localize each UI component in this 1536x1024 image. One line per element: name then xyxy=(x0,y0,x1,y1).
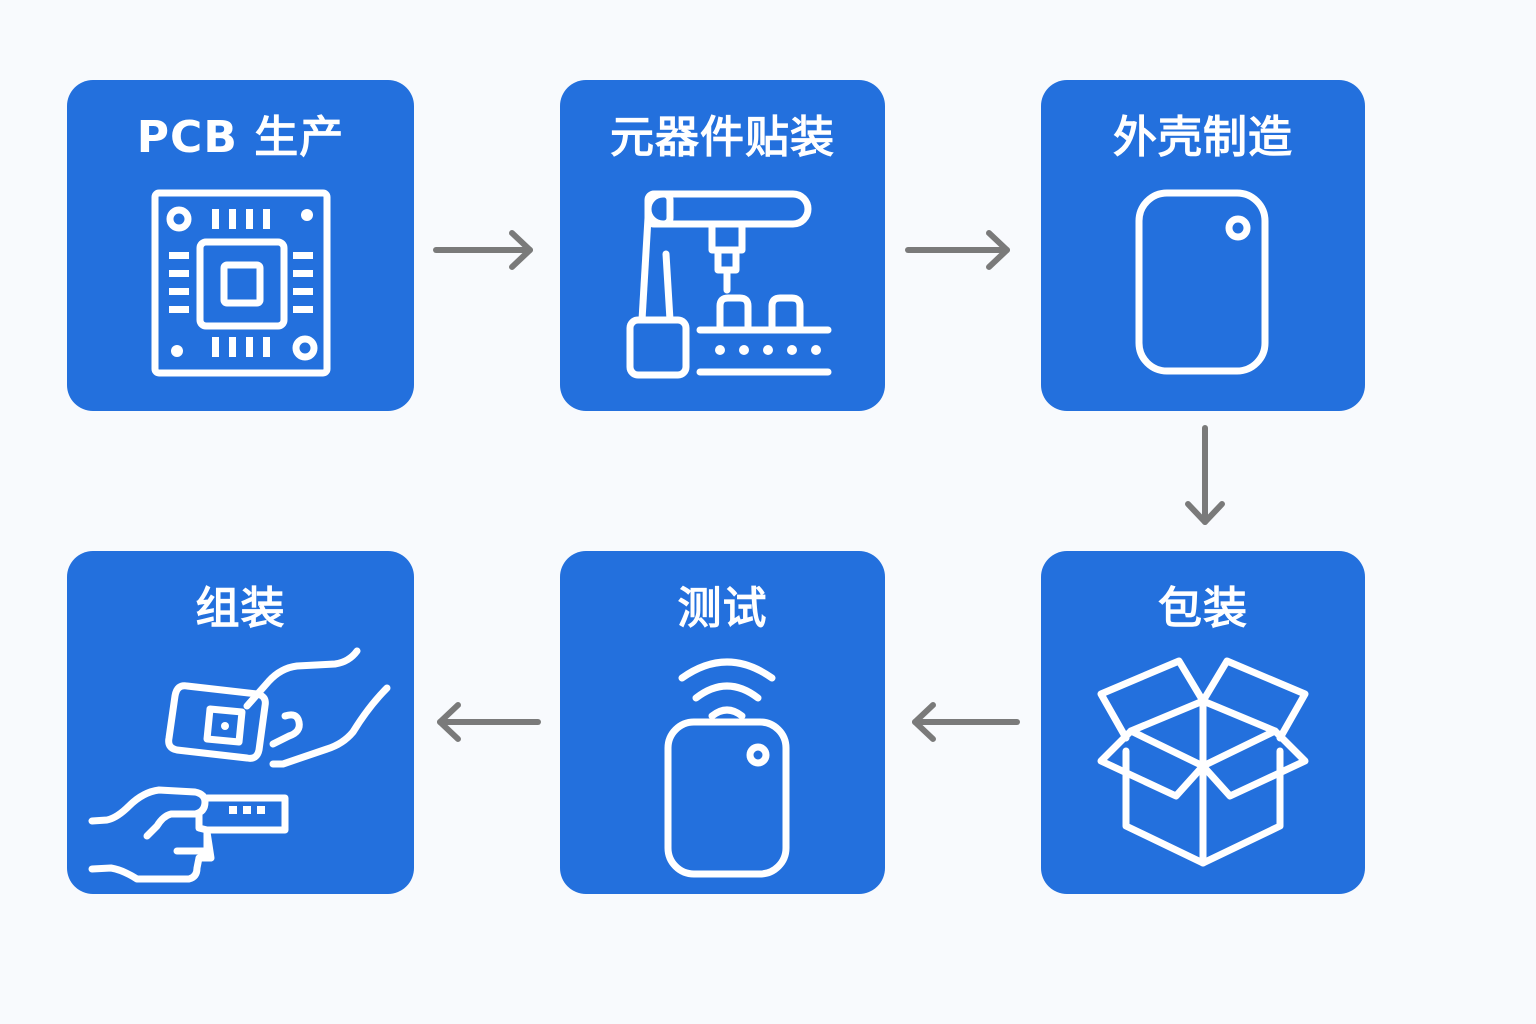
step-card-testing: 测试 xyxy=(560,551,885,894)
open-box-icon xyxy=(1097,657,1309,867)
step-card-packaging: 包装 xyxy=(1041,551,1365,894)
step-card-component-mounting: 元器件贴装 xyxy=(560,80,885,411)
step-card-pcb-production: PCB 生产 xyxy=(67,80,414,411)
wireless-device-icon xyxy=(664,658,790,878)
arrow-left-5-to-6 xyxy=(437,702,541,742)
step-title: PCB 生产 xyxy=(136,112,345,163)
arrow-right-2-to-3 xyxy=(905,230,1010,270)
arrow-left-4-to-5 xyxy=(912,702,1020,742)
step-title: 外壳制造 xyxy=(1113,112,1293,163)
step-title: 组装 xyxy=(195,583,286,634)
step-title: 包装 xyxy=(1158,583,1248,634)
step-title: 元器件贴装 xyxy=(610,112,835,163)
device-shell-icon xyxy=(1135,189,1269,375)
arrow-down-3-to-4 xyxy=(1185,425,1225,525)
hands-assembling-icon xyxy=(88,647,391,883)
step-card-shell-manufacturing: 外壳制造 xyxy=(1041,80,1365,411)
circuit-board-icon xyxy=(151,189,331,377)
step-card-assembly: 组装 xyxy=(67,551,414,894)
arrow-right-1-to-2 xyxy=(433,230,533,270)
step-title: 测试 xyxy=(677,583,768,634)
robot-arm-assembly-icon xyxy=(626,190,832,379)
